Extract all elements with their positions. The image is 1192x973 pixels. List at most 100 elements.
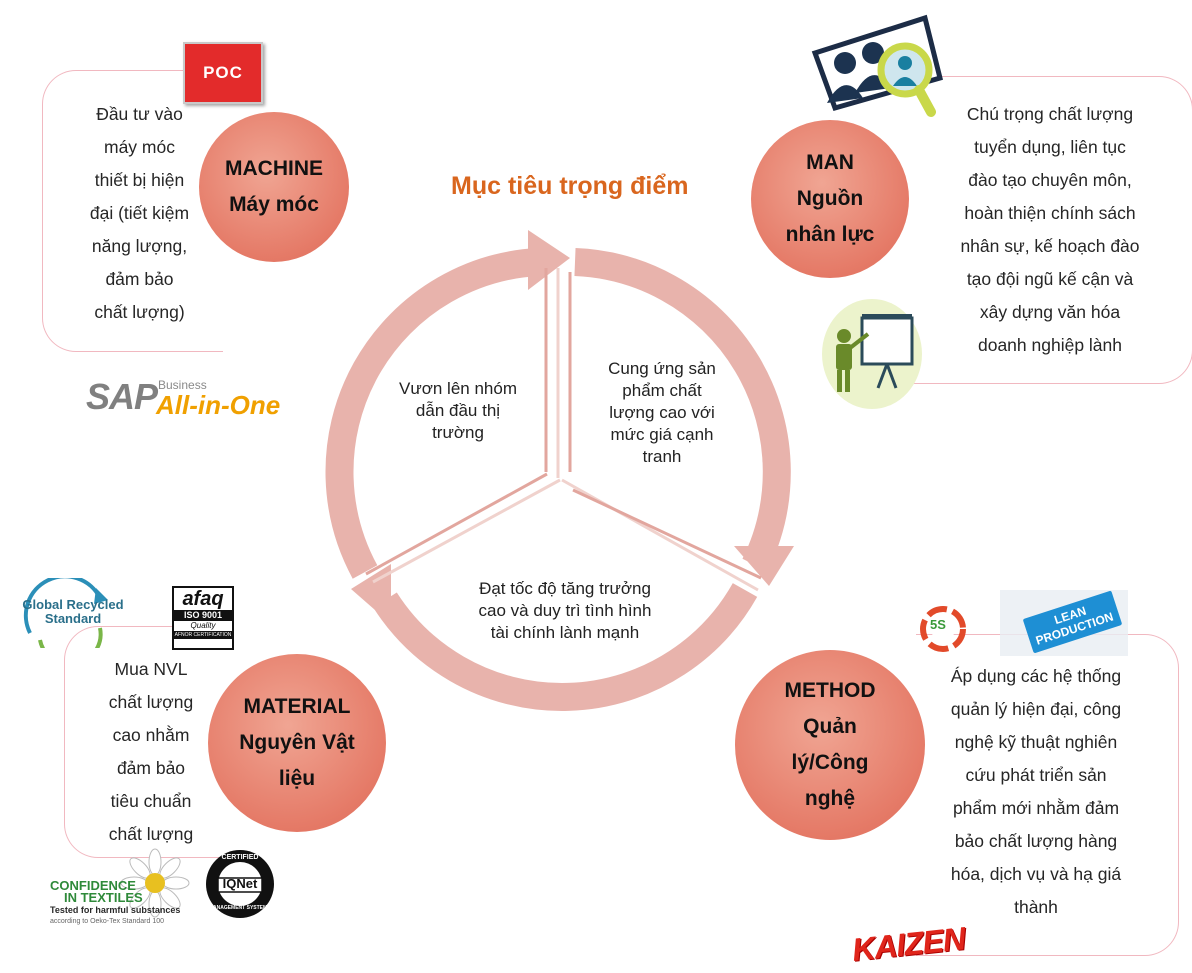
grs-line: Standard xyxy=(44,611,102,626)
desc-line: Chú trọng chất lượng xyxy=(966,104,1134,124)
circle-label: MATERIAL xyxy=(243,695,351,718)
desc-line: phẩm mới nhằm đảm xyxy=(952,798,1120,818)
segment-line: Vươn lên nhóm xyxy=(399,379,517,398)
desc-line: cứu phát triển sản xyxy=(965,765,1107,785)
circle-label: liệu xyxy=(278,767,316,790)
afaq-logo: afaq ISO 9001 Quality AFNOR CERTIFICATIO… xyxy=(172,586,234,650)
material-circle: MATERIAL Nguyên Vật liệu xyxy=(208,654,386,832)
presenter-board-icon xyxy=(822,299,922,409)
circle-label: METHOD xyxy=(784,679,876,702)
afaq-iso: ISO 9001 xyxy=(174,610,232,621)
segment-line: phẩm chất xyxy=(622,381,702,400)
desc-line: tuyển dụng, liên tục xyxy=(974,137,1126,157)
desc-line: thiết bị hiện xyxy=(94,170,185,190)
desc-line: tạo đội ngũ kế cận và xyxy=(966,269,1134,289)
segment-line: Đạt tốc độ tăng trưởng xyxy=(479,579,651,598)
desc-line: chất lượng xyxy=(108,692,194,712)
circle-label: Quản xyxy=(803,715,857,738)
desc-line: hoàn thiện chính sách xyxy=(964,203,1136,223)
desc-line: đại (tiết kiệm xyxy=(89,203,190,223)
desc-line: nghệ kỹ thuật nghiên xyxy=(954,732,1118,752)
circle-label: Nguồn xyxy=(796,187,864,210)
segment-line: trường xyxy=(432,423,484,442)
material-description: Mua NVL chất lượng cao nhằm đảm bảo tiêu… xyxy=(77,653,225,851)
method-description: Áp dụng các hệ thống quản lý hiện đại, c… xyxy=(918,660,1154,924)
afaq-afnor: AFNOR CERTIFICATION xyxy=(174,631,232,639)
circle-label: nghệ xyxy=(804,787,856,810)
desc-line: Mua NVL xyxy=(114,659,188,679)
desc-line: bảo chất lượng hàng xyxy=(954,831,1118,851)
cycle-segment-bottom: Đạt tốc độ tăng trưởng cao và duy trì tì… xyxy=(430,578,700,644)
man-circle: MAN Nguồn nhân lực xyxy=(751,120,909,278)
segment-line: lượng cao với xyxy=(609,403,715,422)
desc-line: doanh nghiệp lành xyxy=(977,335,1123,355)
sap-aio-text: All-in-One xyxy=(156,390,281,420)
segment-line: mức giá cạnh xyxy=(610,425,714,444)
daisy-icon xyxy=(120,848,190,918)
method-circle: METHOD Quản lý/Công nghệ xyxy=(735,650,925,840)
desc-line: chất lượng) xyxy=(94,302,185,322)
machine-description: Đầu tư vào máy móc thiết bị hiện đại (ti… xyxy=(62,98,217,329)
iqnet-management: MANAGEMENT SYSTEM xyxy=(208,905,268,911)
grs-line: Global Recycled xyxy=(22,597,124,612)
man-box xyxy=(906,76,1192,384)
confidence-tested: Tested for harmful substances xyxy=(50,905,181,915)
confidence-title: CONFIDENCE xyxy=(50,878,136,893)
segment-line: tranh xyxy=(642,447,682,466)
desc-line: đào tạo chuyên môn, xyxy=(968,170,1132,190)
desc-line: nhân sự, kế hoạch đào xyxy=(960,236,1140,256)
iqnet-certified: CERTIFIED xyxy=(221,854,259,861)
circle-label: lý/Công xyxy=(791,751,869,774)
cycle-segment-left: Vươn lên nhóm dẫn đầu thị trường xyxy=(383,378,533,444)
desc-line: đảm bảo xyxy=(105,269,174,289)
material-box xyxy=(64,626,229,858)
desc-line: chất lượng xyxy=(108,824,194,844)
cycle-arc-bottom xyxy=(373,583,758,711)
desc-line: hóa, dịch vụ và hạ giá xyxy=(950,864,1122,884)
segment-line: cao và duy trì tình hình xyxy=(478,601,652,620)
machine-box xyxy=(42,70,223,352)
arrow-head-right xyxy=(734,546,794,586)
circle-label: nhân lực xyxy=(785,223,875,246)
circle-label: MACHINE xyxy=(225,157,323,180)
segment-line: dẫn đầu thị xyxy=(415,401,501,420)
circle-label: MAN xyxy=(806,151,854,174)
arrow-head-top xyxy=(528,230,570,290)
confidence-logo: CONFIDENCE IN TEXTILES Tested for harmfu… xyxy=(50,878,190,928)
desc-line: Áp dụng các hệ thống xyxy=(950,666,1122,686)
desc-line: đảm bảo xyxy=(116,758,186,778)
desc-line: máy móc xyxy=(104,137,175,157)
circle-label: Máy móc xyxy=(229,193,319,216)
sap-main-text: SAP xyxy=(86,376,158,417)
desc-line: xây dựng văn hóa xyxy=(979,302,1121,322)
poc-logo: POC xyxy=(183,42,263,104)
confidence-sub: IN TEXTILES xyxy=(64,890,143,905)
circle-label: Nguyên Vật xyxy=(239,731,355,754)
desc-line: cao nhằm xyxy=(112,725,190,745)
global-recycled-logo xyxy=(23,578,108,648)
desc-line: thành xyxy=(1014,897,1058,917)
desc-line: Đầu tư vào xyxy=(96,104,183,124)
segment-line: Cung ứng sản xyxy=(608,359,716,378)
people-search-icon xyxy=(811,14,944,117)
machine-circle: MACHINE Máy móc xyxy=(199,112,349,262)
cycle-segment-right: Cung ứng sản phẩm chất lượng cao với mức… xyxy=(582,358,742,468)
page-title: Mục tiêu trọng điểm xyxy=(451,172,689,200)
iqnet-text: IQNet xyxy=(222,876,258,891)
sap-logo: SAP xyxy=(86,376,158,418)
fives-logo xyxy=(920,606,966,652)
desc-line: năng lượng, xyxy=(91,236,188,256)
iqnet-logo xyxy=(206,850,274,918)
man-description: Chú trọng chất lượng tuyển dụng, liên tụ… xyxy=(930,98,1170,362)
cycle-arc-right xyxy=(574,248,791,572)
desc-line: quản lý hiện đại, công xyxy=(950,699,1122,719)
segment-line: tài chính lành mạnh xyxy=(490,623,640,642)
confidence-standard: according to Oeko-Tex Standard 100 xyxy=(50,918,165,925)
sap-business-text: Business xyxy=(158,378,207,392)
afaq-quality: Quality xyxy=(190,621,216,630)
fives-text: 5S xyxy=(930,617,946,632)
afaq-title: afaq xyxy=(182,588,224,610)
grs-text: Global Recycled Standard xyxy=(8,598,138,626)
desc-line: tiêu chuẩn xyxy=(110,791,192,811)
